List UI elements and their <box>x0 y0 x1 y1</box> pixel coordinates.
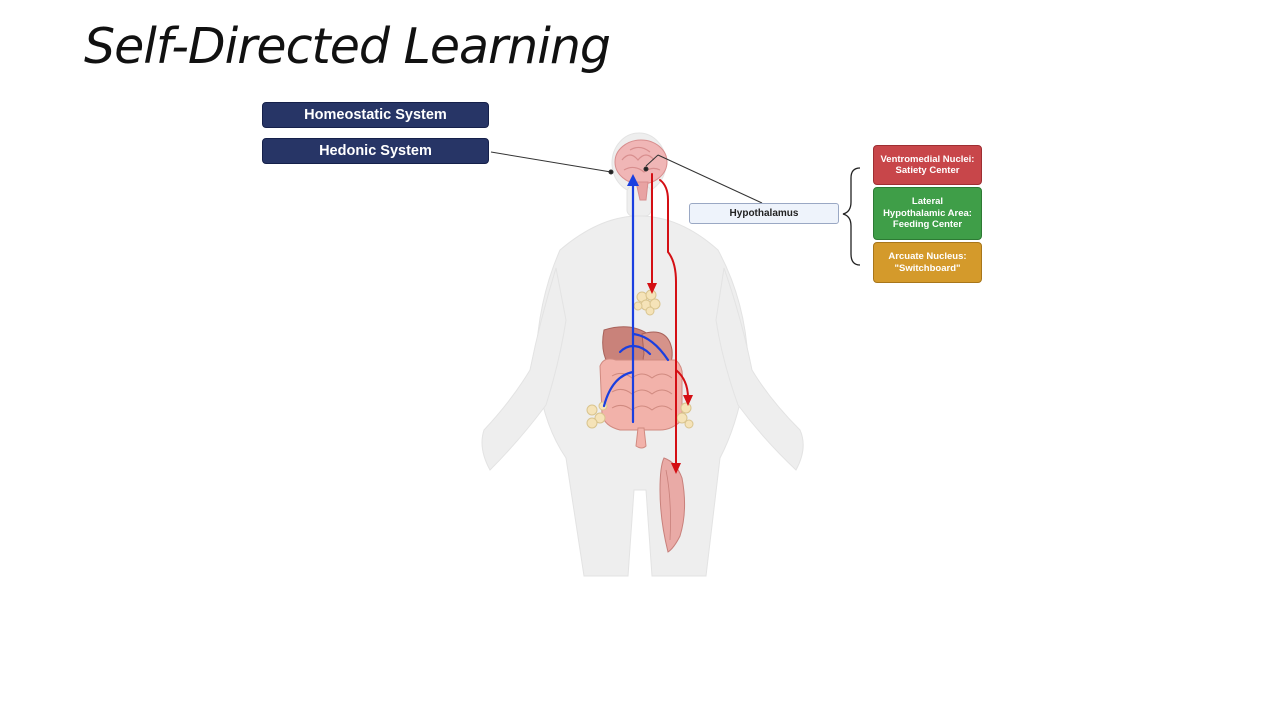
afferent-signal-arrows <box>602 174 670 424</box>
hypothalamus-label: Hypothalamus <box>689 203 839 224</box>
hedonic-system-label: Hedonic System <box>262 138 489 164</box>
grouping-brace <box>842 167 861 266</box>
arcuate-nucleus-box: Arcuate Nucleus: "Switchboard" <box>873 242 982 283</box>
homeostatic-system-label: Homeostatic System <box>262 102 489 128</box>
brain-icon <box>614 139 668 201</box>
adipose-tissue-icon <box>633 289 661 316</box>
lateral-hypothalamic-area-box: Lateral Hypothalamic Area: Feeding Cente… <box>873 187 982 240</box>
efferent-signal-arrows <box>647 173 693 474</box>
visceral-fat-icon <box>586 401 694 429</box>
ventromedial-nuclei-box: Ventromedial Nuclei: Satiety Center <box>873 145 982 185</box>
leader-lines <box>490 151 763 204</box>
muscle-icon <box>659 457 686 553</box>
slide-title: Self-Directed Learning <box>84 18 611 75</box>
